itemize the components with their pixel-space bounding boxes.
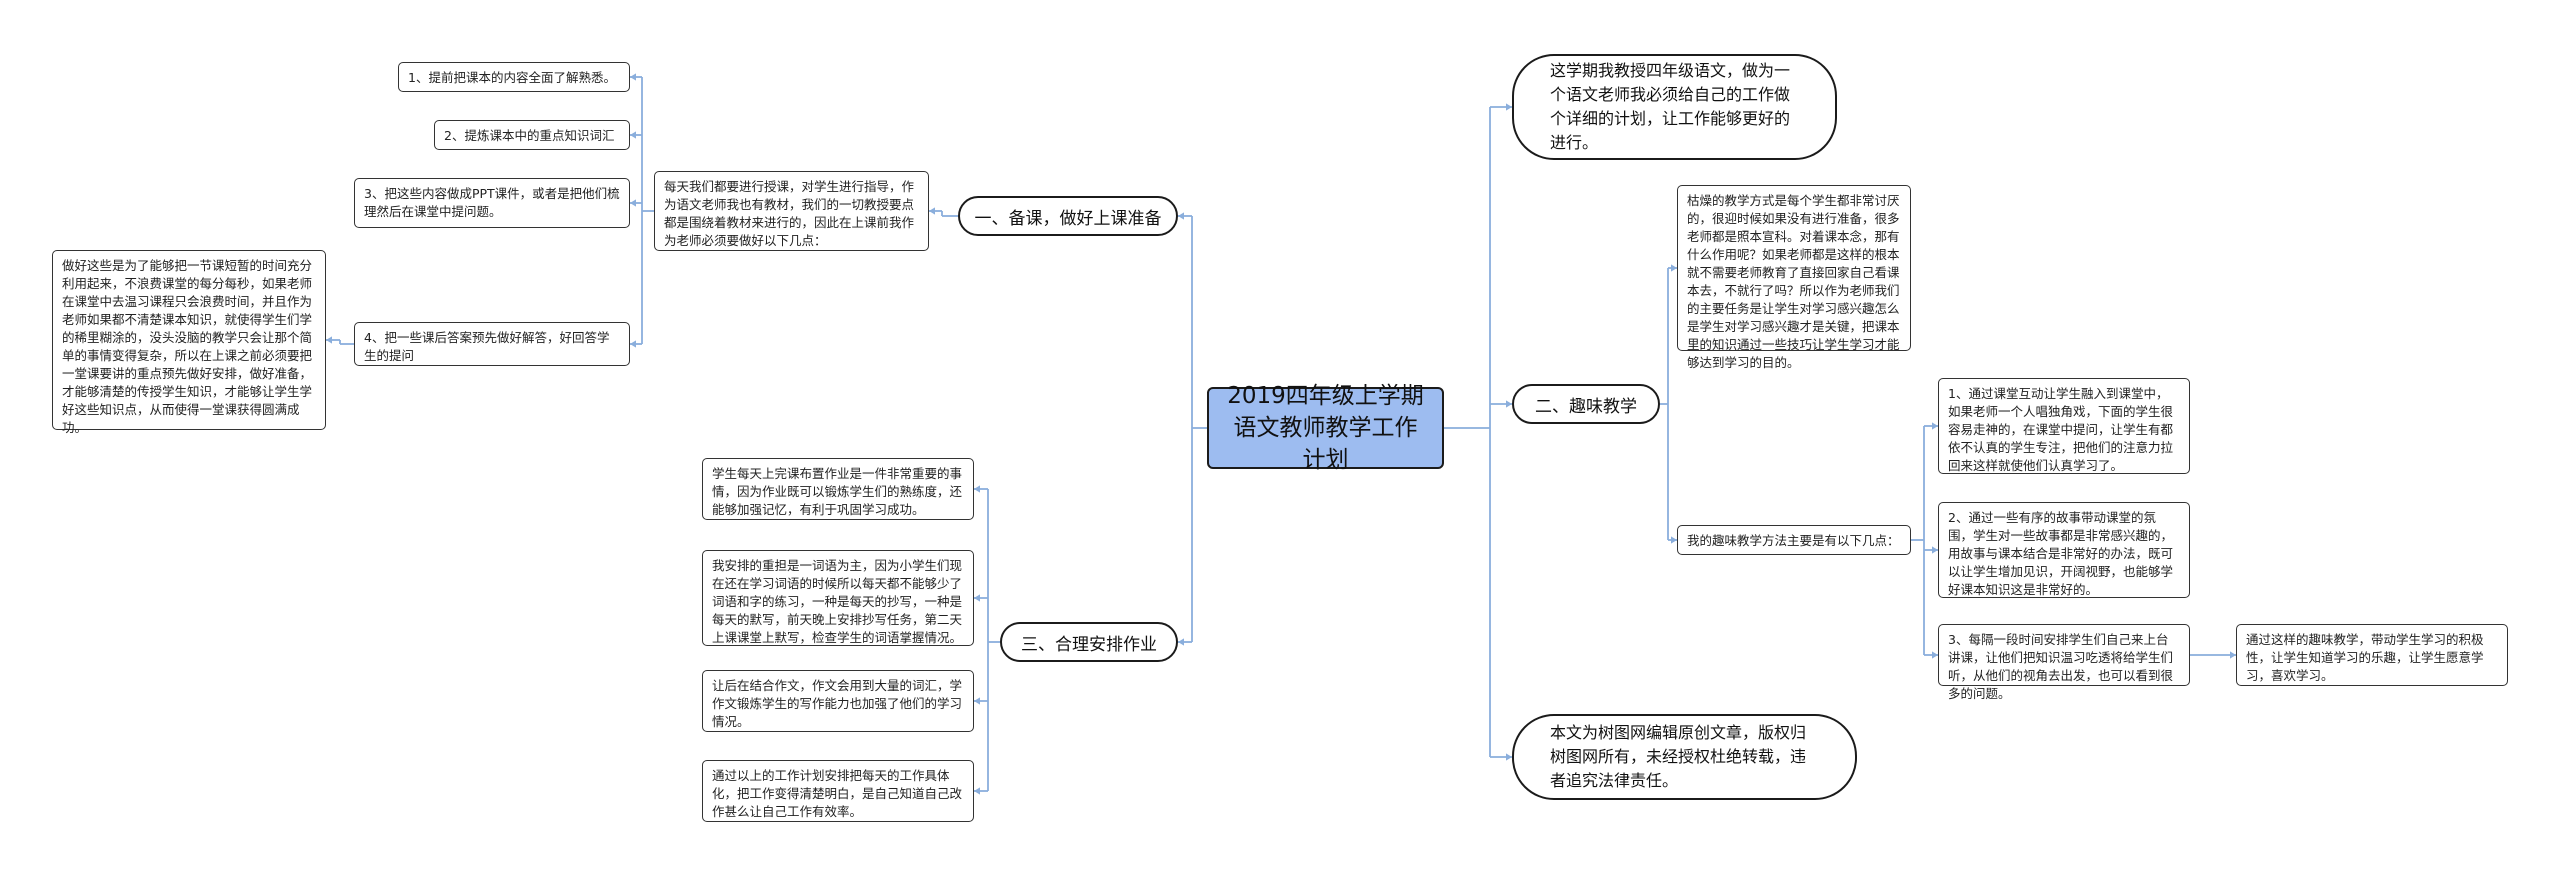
root-right-arrowhead-3	[1506, 753, 1512, 761]
prep-arrowhead-1	[929, 207, 935, 215]
homework-item-1-text: 学生每天上完课布置作业是一件非常重要的事情，因为作业既可以锻炼学生们的熟练度，还…	[712, 466, 963, 517]
fun-arrowhead-1	[1671, 264, 1677, 272]
root-right-arrowhead-2	[1506, 400, 1512, 408]
fun-method-2-text: 2、通过一些有序的故事带动课堂的氛围，学生对一些故事都是非常感兴趣的，用故事与课…	[1948, 510, 2174, 597]
branch-fun-teaching-label: 二、趣味教学	[1535, 396, 1637, 417]
lesson-prep-intro[interactable]: 每天我们都要进行授课，对学生进行指导，作为语文老师我也有教材，我们的一切教授要点…	[654, 171, 929, 251]
branch-lesson-prep[interactable]: 一、备课，做好上课准备	[958, 196, 1178, 236]
lesson-prep-item-2[interactable]: 2、提炼课本中的重点知识词汇	[434, 120, 630, 150]
fun-methods-arrowhead-2	[1932, 546, 1938, 554]
fun-method-2[interactable]: 2、通过一些有序的故事带动课堂的氛围，学生对一些故事都是非常感兴趣的，用故事与课…	[1938, 502, 2190, 598]
lesson-prep-item-2-text: 2、提炼课本中的重点知识词汇	[444, 128, 615, 143]
homework-item-4-text: 通过以上的工作计划安排把每天的工作具体化，把工作变得清楚明白，是自己知道自己改作…	[712, 768, 963, 819]
lesson-prep-intro-text: 每天我们都要进行授课，对学生进行指导，作为语文老师我也有教材，我们的一切教授要点…	[664, 179, 915, 248]
prep-items-arrowhead-4	[630, 340, 636, 348]
root-left-arrowhead-2	[1178, 638, 1184, 646]
fun-teaching-intro-text: 枯燥的教学方式是每个学生都非常讨厌的，很迎时候如果没有进行准备，很多老师都是照本…	[1687, 193, 1900, 370]
branch-fun-teaching[interactable]: 二、趣味教学	[1512, 384, 1660, 424]
lesson-prep-item-4-text: 4、把一些课后答案预先做好解答，好回答学生的提问	[364, 330, 610, 363]
lesson-prep-note[interactable]: 做好这些是为了能够把一节课短暂的时间充分利用起来，不浪费课堂的每分每秒，如果老师…	[52, 250, 326, 435]
branch-homework[interactable]: 三、合理安排作业	[1000, 622, 1178, 662]
fun-method-1-text: 1、通过课堂互动让学生融入到课堂中，如果老师一个人唱独角戏，下面的学生很容易走神…	[1948, 386, 2174, 473]
homework-item-2-text: 我安排的重担是一词语为主，因为小学生们现在还在学习词语的时候所以每天都不能够少了…	[712, 558, 963, 645]
root-right-arrowhead-1	[1506, 103, 1512, 111]
branch-lesson-prep-label: 一、备课，做好上课准备	[974, 208, 1162, 229]
root-left-arrowhead-1	[1178, 212, 1184, 220]
homework-item-2[interactable]: 我安排的重担是一词语为主，因为小学生们现在还在学习词语的时候所以每天都不能够少了…	[702, 550, 974, 646]
copyright-oval[interactable]: 本文为树图网编辑原创文章，版权归树图网所有，未经授权杜绝转载，违者追究法律责任。	[1512, 714, 1857, 800]
fun-method-1[interactable]: 1、通过课堂互动让学生融入到课堂中，如果老师一个人唱独角戏，下面的学生很容易走神…	[1938, 378, 2190, 474]
homework-item-3[interactable]: 让后在结合作文，作文会用到大量的词汇，学作文锻炼学生的写作能力也加强了他们的学习…	[702, 670, 974, 732]
fun-teaching-intro[interactable]: 枯燥的教学方式是每个学生都非常讨厌的，很迎时候如果没有进行准备，很多老师都是照本…	[1677, 185, 1911, 370]
prep-items-arrowhead-1	[630, 73, 636, 81]
fun-methods-arrowhead-3	[1932, 651, 1938, 659]
homework-arrowhead-2	[974, 594, 980, 602]
fun-teaching-methods-label-text: 我的趣味教学方法主要是有以下几点：	[1687, 533, 1900, 548]
copyright-oval-text: 本文为树图网编辑原创文章，版权归树图网所有，未经授权杜绝转载，违者追究法律责任。	[1550, 723, 1807, 790]
intro-oval[interactable]: 这学期我教授四年级语文，做为一个语文老师我必须给自己的工作做个详细的计划，让工作…	[1512, 54, 1837, 160]
lesson-prep-item-1-text: 1、提前把课本的内容全面了解熟悉。	[408, 70, 616, 85]
homework-item-3-text: 让后在结合作文，作文会用到大量的词汇，学作文锻炼学生的写作能力也加强了他们的学习…	[712, 678, 963, 729]
fun-effect-arrowhead-1	[2230, 651, 2236, 659]
fun-method-3[interactable]: 3、每隔一段时间安排学生们自己来上台讲课，让他们把知识温习吃透将给学生们听，从他…	[1938, 624, 2190, 701]
root-topic[interactable]: 2019四年级上学期语文教师教学工作计划	[1207, 383, 1444, 473]
fun-teaching-effect[interactable]: 通过这样的趣味教学，带动学生学习的积极性，让学生知道学习的乐趣，让学生愿意学习，…	[2236, 624, 2508, 686]
homework-arrowhead-1	[974, 485, 980, 493]
fun-teaching-effect-text: 通过这样的趣味教学，带动学生学习的积极性，让学生知道学习的乐趣，让学生愿意学习，…	[2246, 632, 2484, 683]
fun-teaching-methods-label[interactable]: 我的趣味教学方法主要是有以下几点：	[1677, 525, 1911, 555]
root-title: 2019四年级上学期语文教师教学工作计划	[1227, 383, 1424, 473]
homework-arrowhead-3	[974, 697, 980, 705]
homework-item-1[interactable]: 学生每天上完课布置作业是一件非常重要的事情，因为作业既可以锻炼学生们的熟练度，还…	[702, 458, 974, 520]
fun-method-3-text: 3、每隔一段时间安排学生们自己来上台讲课，让他们把知识温习吃透将给学生们听，从他…	[1948, 632, 2174, 701]
prep-items-arrowhead-2	[630, 131, 636, 139]
homework-item-4[interactable]: 通过以上的工作计划安排把每天的工作具体化，把工作变得清楚明白，是自己知道自己改作…	[702, 760, 974, 822]
homework-arrowhead-4	[974, 787, 980, 795]
fun-arrowhead-2	[1671, 536, 1677, 544]
prep-items-arrowhead-3	[630, 199, 636, 207]
lesson-prep-item-3-text: 3、把这些内容做成PPT课件，或者是把他们梳理然后在课堂中提问题。	[364, 186, 620, 219]
intro-oval-text: 这学期我教授四年级语文，做为一个语文老师我必须给自己的工作做个详细的计划，让工作…	[1550, 61, 1791, 152]
fun-methods-arrowhead-1	[1932, 422, 1938, 430]
lesson-prep-item-4[interactable]: 4、把一些课后答案预先做好解答，好回答学生的提问	[354, 322, 630, 366]
branch-homework-label: 三、合理安排作业	[1021, 634, 1157, 655]
lesson-prep-item-1[interactable]: 1、提前把课本的内容全面了解熟悉。	[398, 62, 630, 92]
lesson-prep-item-3[interactable]: 3、把这些内容做成PPT课件，或者是把他们梳理然后在课堂中提问题。	[354, 178, 630, 228]
lesson-prep-note-text: 做好这些是为了能够把一节课短暂的时间充分利用起来，不浪费课堂的每分每秒，如果老师…	[62, 258, 313, 435]
prep-note-arrowhead-1	[326, 336, 332, 344]
